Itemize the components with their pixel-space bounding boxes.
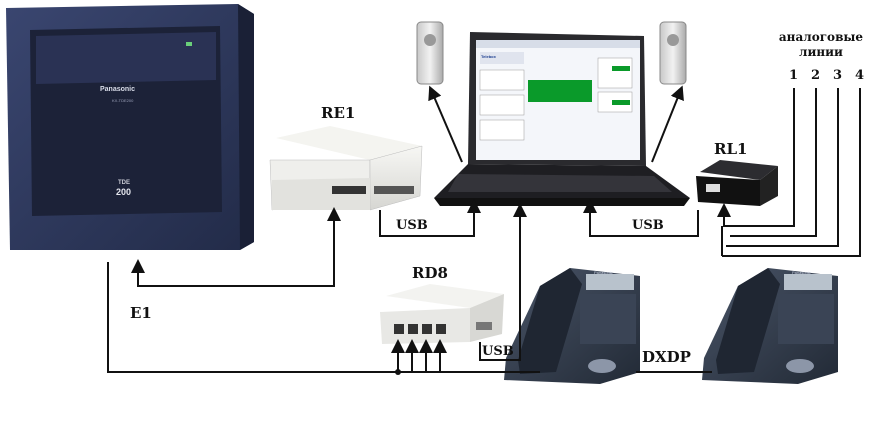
junction-dots bbox=[395, 369, 401, 375]
laptop bbox=[434, 32, 690, 206]
line-usb-rl1 bbox=[583, 199, 699, 237]
analog-line-1 bbox=[717, 88, 795, 227]
pbx-number: 200 bbox=[116, 187, 132, 197]
phone-1 bbox=[504, 268, 640, 384]
speaker-right bbox=[659, 21, 687, 85]
connection-lines bbox=[107, 85, 861, 373]
laptop-app-title: Telebox bbox=[481, 54, 496, 59]
label-usb-bottom: USB bbox=[482, 344, 514, 359]
rl1-device bbox=[696, 160, 778, 206]
label-dxdp: DXDP bbox=[642, 348, 691, 366]
label-analog-lines: аналоговые линии bbox=[776, 30, 866, 60]
analog-line-4 bbox=[722, 88, 861, 257]
label-rl1: RL1 bbox=[714, 140, 748, 158]
label-usb-right: USB bbox=[632, 218, 664, 233]
pbx-brand: Panasonic bbox=[100, 86, 136, 93]
line-number-1: 1 bbox=[789, 68, 799, 83]
label-rd8: RD8 bbox=[412, 264, 448, 282]
analog-line-3 bbox=[726, 88, 839, 247]
re1-device bbox=[269, 126, 423, 211]
label-usb-left: USB bbox=[396, 218, 428, 233]
line-usb-rd8 bbox=[479, 203, 527, 361]
line-e1 bbox=[131, 214, 335, 287]
speaker-left bbox=[416, 21, 444, 85]
rd8-device bbox=[380, 284, 504, 344]
line-number-4: 4 bbox=[855, 68, 865, 83]
label-e1: E1 bbox=[130, 304, 152, 322]
arrow-speaker-left bbox=[428, 85, 463, 163]
line-number-2: 2 bbox=[811, 68, 821, 83]
line-number-3: 3 bbox=[833, 68, 843, 83]
pbx-series: TDE bbox=[118, 180, 130, 186]
phone-2-brand: Panasonic bbox=[792, 270, 811, 275]
pbx-cabinet bbox=[6, 4, 254, 250]
arrow-speaker-right bbox=[651, 85, 684, 163]
phone-2 bbox=[702, 268, 838, 384]
phone-1-brand: Panasonic bbox=[594, 270, 613, 275]
label-re1: RE1 bbox=[321, 104, 356, 122]
label-analog-line1: аналоговые bbox=[778, 30, 864, 44]
line-pbx-bus bbox=[107, 262, 520, 373]
label-analog-line2: линии bbox=[799, 45, 843, 59]
pbx-model: KX-TDE200 bbox=[112, 98, 134, 103]
line-usb-re1 bbox=[379, 199, 481, 237]
analog-line-2 bbox=[730, 88, 817, 237]
